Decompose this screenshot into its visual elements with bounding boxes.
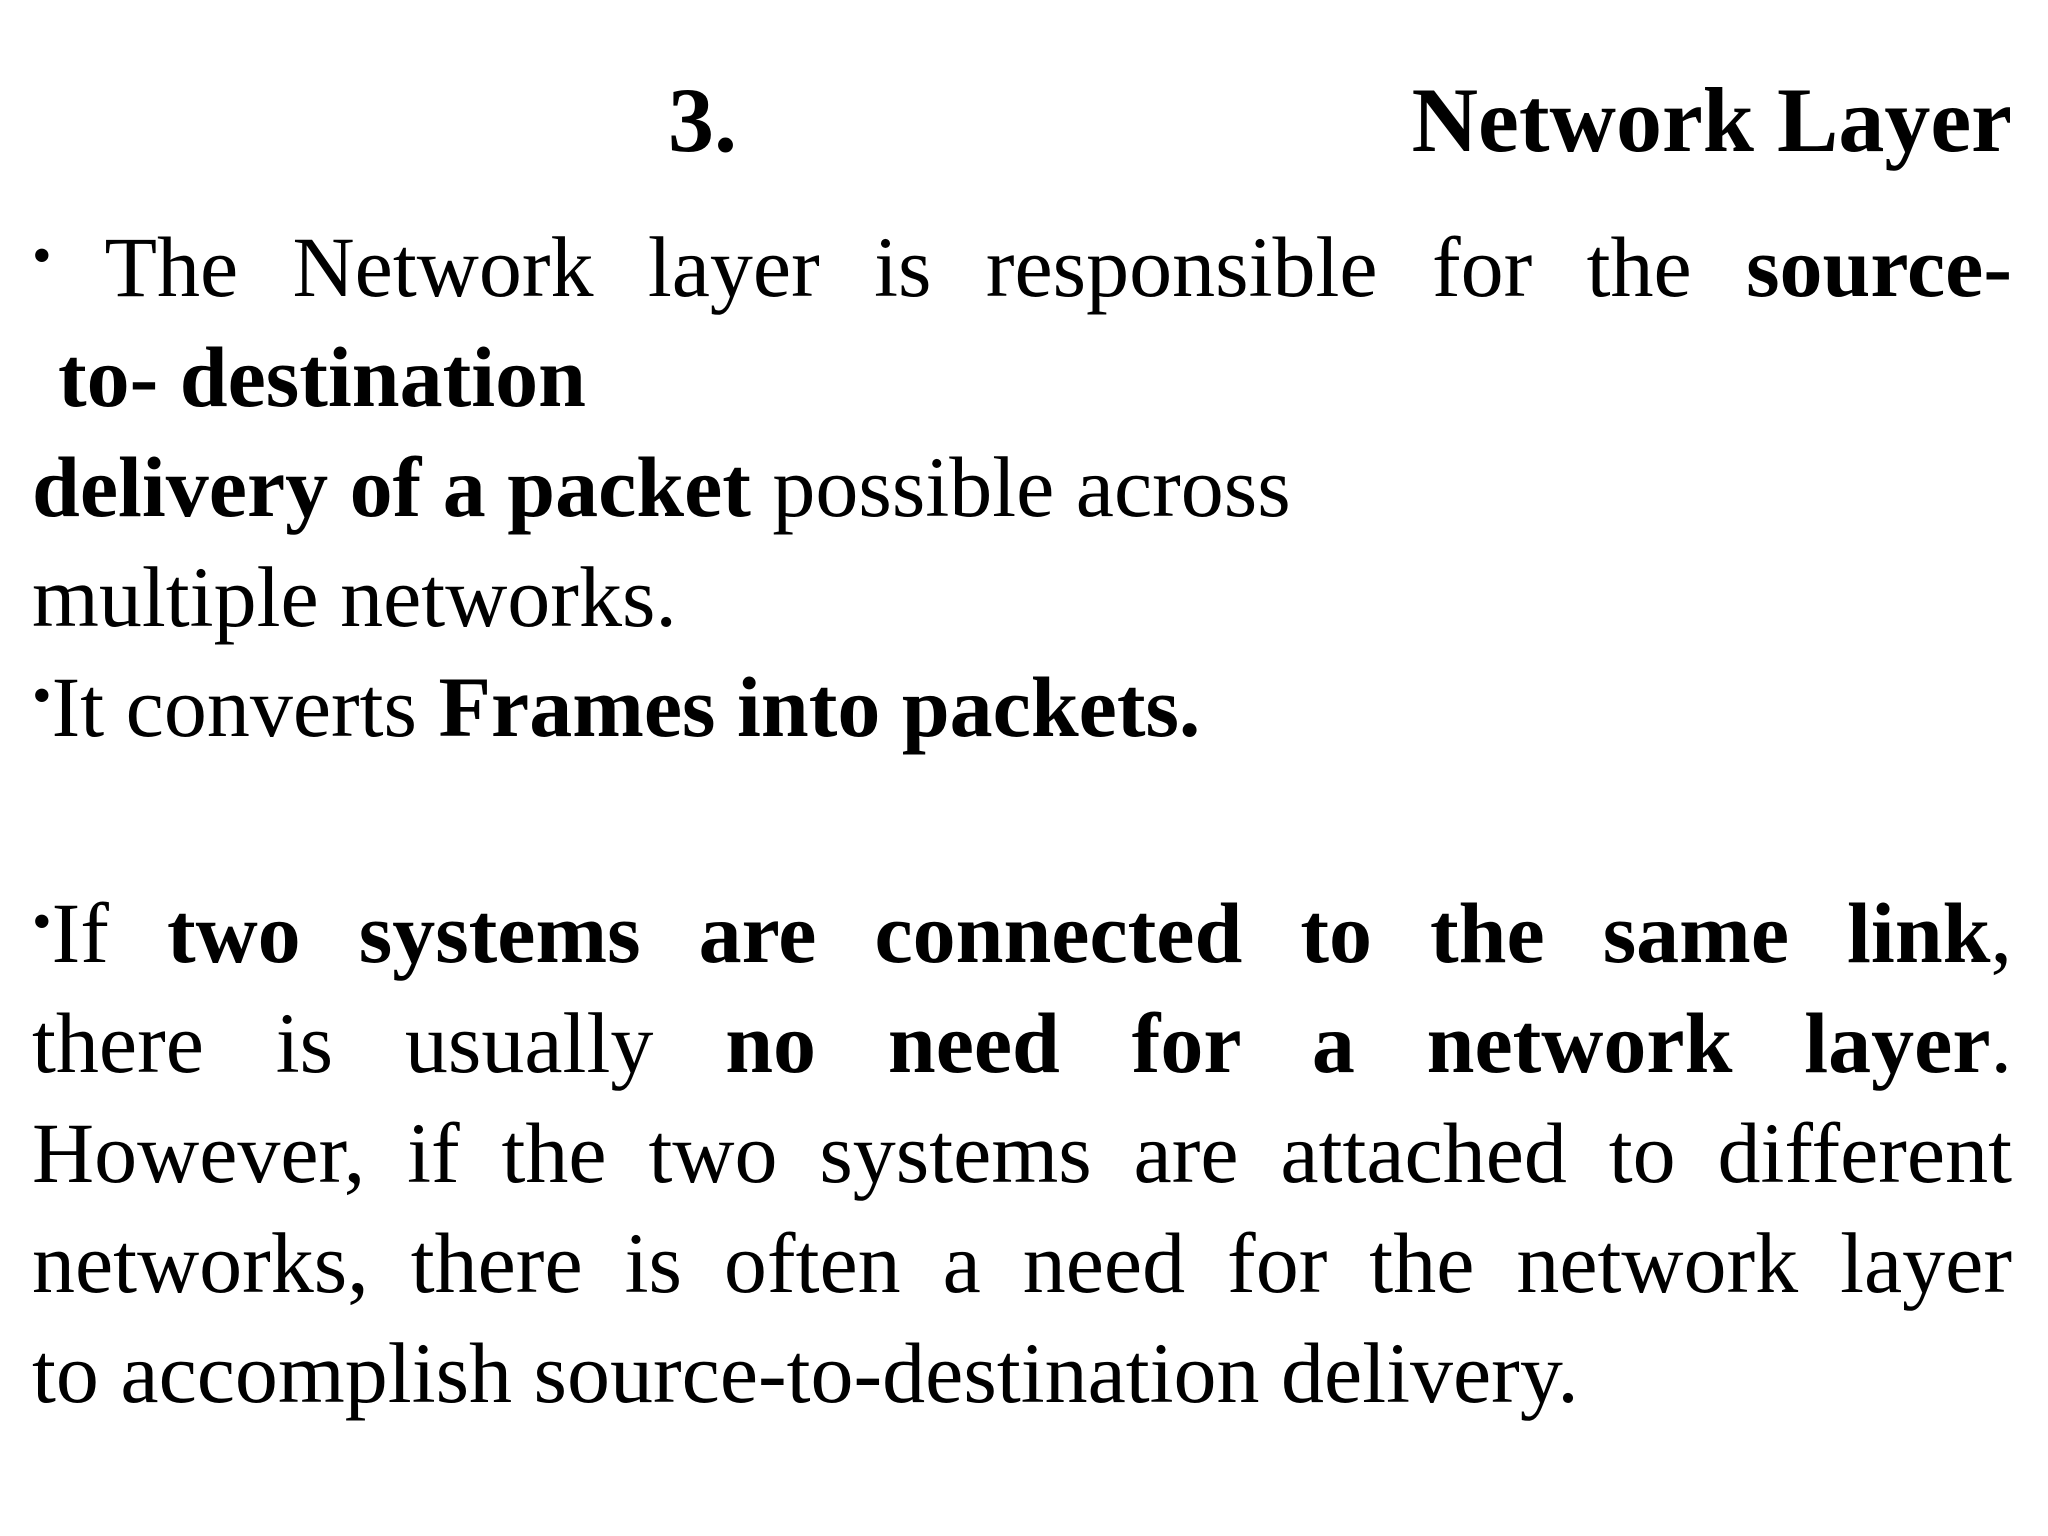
title-number: 3.: [668, 69, 737, 171]
text-normal: networks, there is often a need for the …: [32, 1215, 2012, 1311]
text-normal: multiple networks.: [32, 549, 677, 645]
bullet-icon: •: [32, 225, 52, 287]
text-normal: ,: [1990, 885, 2013, 981]
paragraph-3-line-1: •If two systems are connected to the sam…: [32, 878, 2012, 988]
paragraph-1-line-2: to- destination: [58, 322, 2012, 432]
text-normal: possible across: [750, 439, 1291, 535]
text-bold: no need for a network layer: [725, 995, 1991, 1091]
text-normal: If: [51, 885, 167, 981]
paragraph-3-line-4: networks, there is often a need for the …: [32, 1208, 2012, 1318]
text-normal: However, if the two systems are attached…: [32, 1105, 2012, 1201]
paragraph-2: •It converts Frames into packets.: [32, 652, 2012, 762]
paragraph-1-line-1: • The Network layer is responsible for t…: [32, 212, 2012, 322]
text-normal: The Network layer is responsible for the: [51, 219, 1692, 315]
text-bold: two systems are connected to the same li…: [166, 885, 1991, 981]
text-normal: there is usually: [32, 995, 726, 1091]
text-bold: source-: [1746, 219, 2012, 315]
text-normal: to accomplish source-to-destination deli…: [32, 1325, 1579, 1421]
slide-title: 3. Network Layer: [0, 70, 2048, 170]
text-bold: to- destination: [58, 329, 586, 425]
text-normal: It converts: [51, 659, 439, 755]
paragraph-3-line-5: to accomplish source-to-destination deli…: [32, 1318, 2012, 1428]
title-text: Network Layer: [1411, 69, 2012, 171]
paragraph-1-line-4: multiple networks.: [32, 542, 2012, 652]
bullet-icon: •: [32, 891, 52, 953]
text-bold: Frames into packets.: [438, 659, 1201, 755]
paragraph-3-line-2: there is usually no need for a network l…: [32, 988, 2012, 1098]
bullet-icon: •: [32, 665, 52, 727]
paragraph-1-line-3: delivery of a packet possible across: [32, 432, 2012, 542]
text-bold: delivery of a packet: [32, 439, 751, 535]
paragraph-3-line-3: However, if the two systems are attached…: [32, 1098, 2012, 1208]
text-normal: .: [1990, 995, 2013, 1091]
